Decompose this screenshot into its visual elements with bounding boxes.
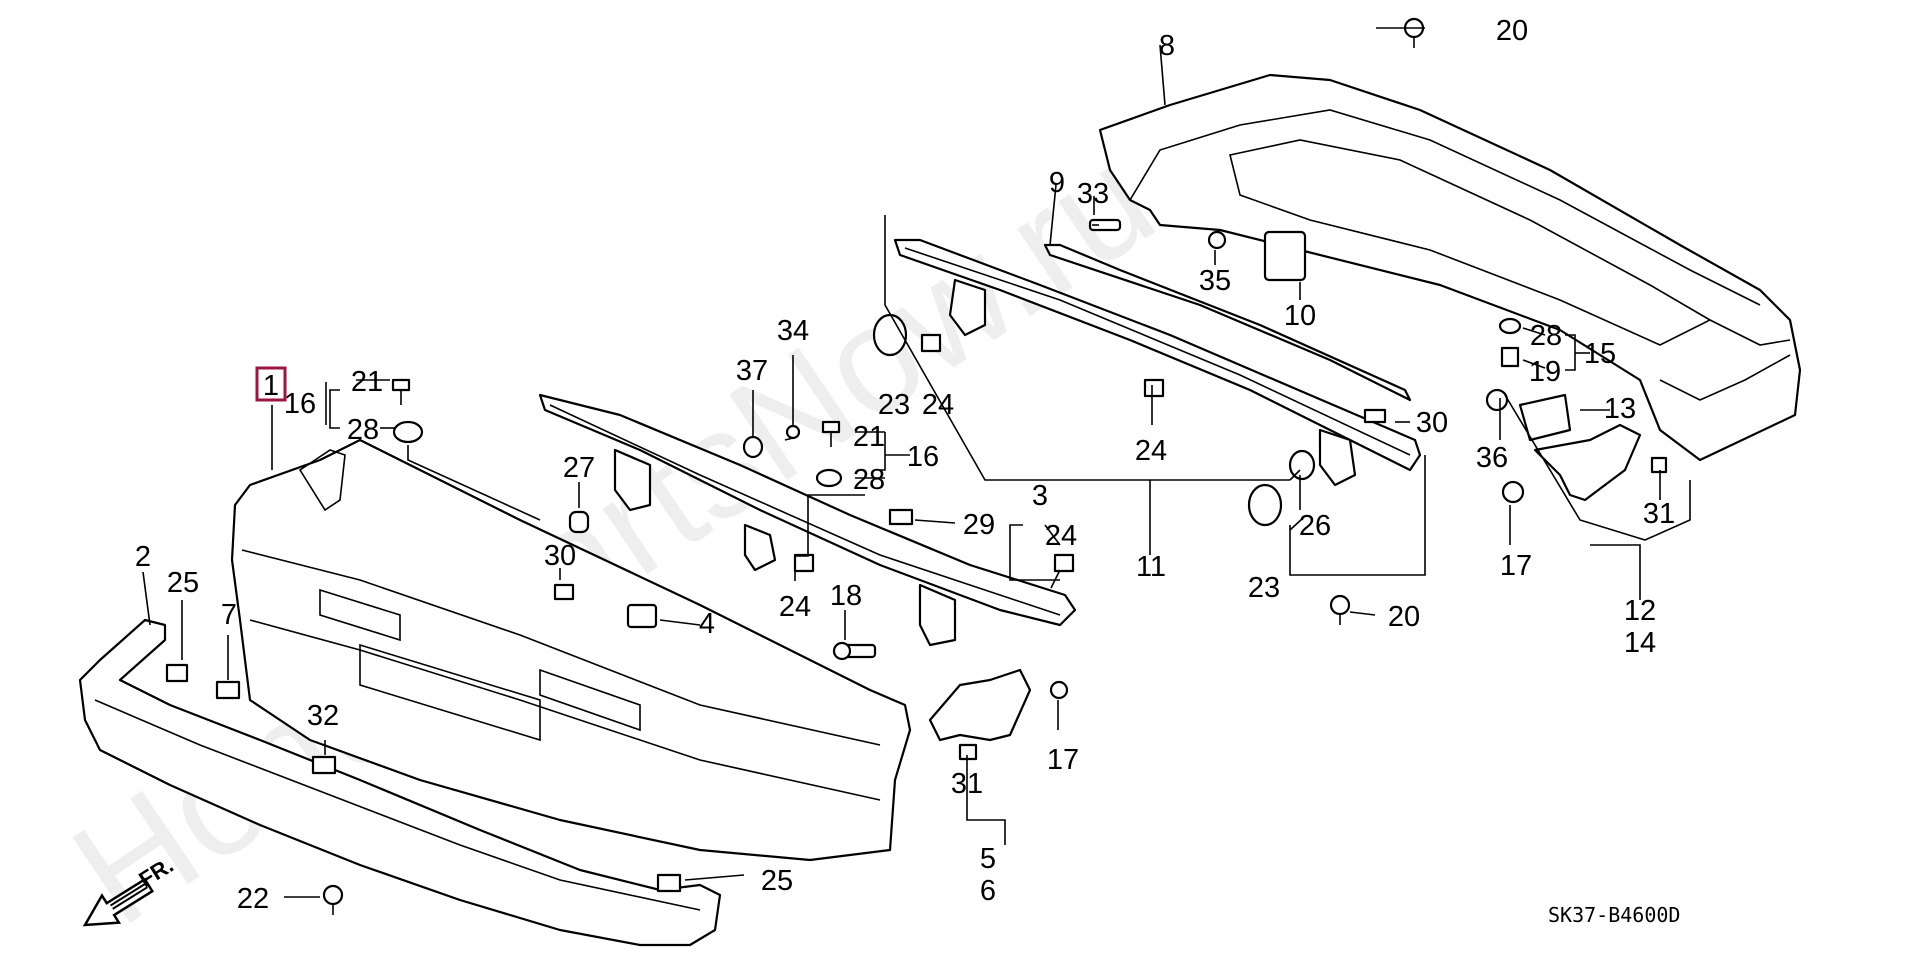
nut-28-rear[interactable]	[1498, 317, 1522, 335]
clip-24-a[interactable]	[920, 333, 942, 353]
bolt-21-front[interactable]	[391, 378, 411, 405]
label-24-d[interactable]: 24	[779, 591, 811, 623]
label-24-b[interactable]: 24	[1135, 435, 1167, 467]
label-14[interactable]: 14	[1624, 627, 1656, 659]
clip-4[interactable]	[626, 603, 658, 629]
label-34[interactable]: 34	[777, 315, 809, 347]
grommet-26[interactable]	[1288, 449, 1316, 481]
label-4[interactable]: 4	[699, 608, 715, 640]
selected-part-highlight	[255, 366, 287, 402]
bolt-22[interactable]	[322, 884, 344, 915]
leader-lines	[142, 27, 1691, 898]
nut-28-mid[interactable]	[815, 468, 843, 488]
rear-bumper-stiffener[interactable]	[1043, 243, 1412, 402]
label-32[interactable]: 32	[307, 700, 339, 732]
label-25-b[interactable]: 25	[761, 865, 793, 897]
bumper-23-a[interactable]	[872, 313, 908, 357]
bolt-21-mid[interactable]	[821, 420, 841, 447]
bolt-20-bottom[interactable]	[1329, 594, 1351, 625]
clip-25-a[interactable]	[165, 663, 189, 683]
label-1[interactable]: 1	[263, 370, 279, 402]
clip-31-rear[interactable]	[1650, 456, 1668, 474]
screw-17-front[interactable]	[1049, 680, 1069, 700]
clip-31-front[interactable]	[958, 743, 978, 761]
label-26[interactable]: 26	[1299, 510, 1331, 542]
label-17-front[interactable]: 17	[1047, 744, 1079, 776]
label-21-front[interactable]: 21	[351, 366, 383, 398]
clip-30-rear[interactable]	[1363, 408, 1387, 424]
label-2[interactable]: 2	[135, 541, 151, 573]
label-30-front[interactable]: 30	[544, 540, 576, 572]
label-12[interactable]: 12	[1624, 595, 1656, 627]
clip-24-beam[interactable]	[1053, 553, 1075, 573]
callout-labels[interactable]: 1 2 3 4 5 6 7 8 9 10 11 12 13 14 15 16 1…	[135, 15, 1675, 915]
bolt-20-top[interactable]	[1403, 17, 1425, 48]
label-16-front[interactable]: 16	[284, 388, 316, 420]
label-5[interactable]: 5	[980, 843, 996, 875]
clip-32[interactable]	[311, 755, 337, 775]
label-7[interactable]: 7	[221, 599, 237, 631]
label-30-rear[interactable]: 30	[1416, 407, 1448, 439]
label-33[interactable]: 33	[1077, 178, 1109, 210]
rear-side-bracket[interactable]	[1518, 393, 1642, 502]
label-22[interactable]: 22	[237, 883, 269, 915]
label-23-a[interactable]: 23	[878, 389, 910, 421]
label-9[interactable]: 9	[1049, 167, 1065, 199]
bracket-10[interactable]	[1263, 230, 1307, 282]
label-13[interactable]: 13	[1604, 393, 1636, 425]
label-17-rear[interactable]: 17	[1500, 550, 1532, 582]
label-31-front[interactable]: 31	[951, 768, 983, 800]
label-15[interactable]: 15	[1584, 338, 1616, 370]
front-lower-spoiler[interactable]	[78, 618, 722, 947]
label-25-a[interactable]: 25	[167, 567, 199, 599]
grommet-37[interactable]	[742, 435, 764, 459]
front-side-bracket[interactable]	[928, 668, 1032, 742]
label-16-mid[interactable]: 16	[907, 441, 939, 473]
bolt-18[interactable]	[832, 641, 877, 661]
label-20-bottom[interactable]: 20	[1388, 601, 1420, 633]
bolt-19[interactable]	[1500, 346, 1520, 368]
label-27[interactable]: 27	[563, 452, 595, 484]
screw-17-rear[interactable]	[1501, 480, 1525, 504]
label-20-top[interactable]: 20	[1496, 15, 1528, 47]
nut-28-front[interactable]	[392, 420, 424, 444]
label-29[interactable]: 29	[963, 509, 995, 541]
rear-bumper-face[interactable]	[1098, 73, 1802, 462]
label-37[interactable]: 37	[736, 355, 768, 387]
label-21-mid[interactable]: 21	[853, 421, 885, 453]
retainer-7[interactable]	[215, 680, 241, 700]
clip-24-b[interactable]	[1143, 378, 1165, 398]
screw-33[interactable]	[1088, 218, 1122, 232]
clip-30-front[interactable]	[553, 583, 575, 601]
label-31-rear[interactable]: 31	[1643, 498, 1675, 530]
clip-35[interactable]	[1207, 230, 1227, 250]
diagram-code: SK37-B4600D	[1548, 903, 1680, 927]
label-24-c[interactable]: 24	[1045, 520, 1077, 552]
label-28-rear[interactable]: 28	[1530, 320, 1562, 352]
label-35[interactable]: 35	[1199, 265, 1231, 297]
label-28-mid[interactable]: 28	[853, 464, 885, 496]
clip-29[interactable]	[888, 508, 914, 526]
label-10[interactable]: 10	[1284, 300, 1316, 332]
bumper-23-b[interactable]	[1247, 483, 1283, 527]
label-24-a[interactable]: 24	[922, 389, 954, 421]
label-36[interactable]: 36	[1476, 442, 1508, 474]
label-28-front[interactable]: 28	[347, 414, 379, 446]
clip-24-front[interactable]	[793, 553, 815, 573]
label-18[interactable]: 18	[830, 580, 862, 612]
label-8[interactable]: 8	[1159, 30, 1175, 62]
label-3[interactable]: 3	[1032, 480, 1048, 512]
label-11[interactable]: 11	[1136, 551, 1166, 583]
cap-27[interactable]	[568, 510, 590, 534]
label-19[interactable]: 19	[1529, 356, 1561, 388]
nut-36[interactable]	[1485, 388, 1509, 412]
front-direction-arrow	[82, 877, 155, 927]
rear-bumper-beam[interactable]	[893, 238, 1422, 487]
label-23-b[interactable]: 23	[1248, 572, 1280, 604]
label-6[interactable]: 6	[980, 875, 996, 907]
front-bumper-face[interactable]	[230, 438, 912, 862]
clip-25-b[interactable]	[656, 873, 682, 893]
